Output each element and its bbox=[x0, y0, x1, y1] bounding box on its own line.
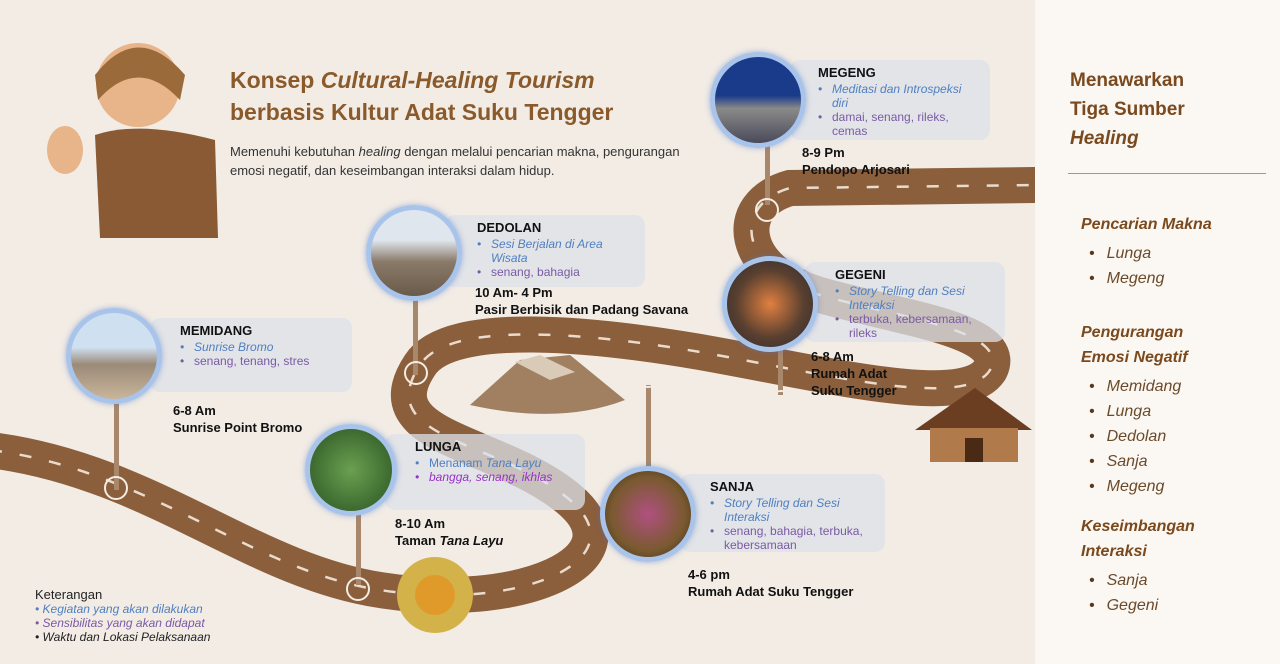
dedolan-photo bbox=[366, 205, 462, 301]
road-node bbox=[769, 390, 793, 414]
stem bbox=[778, 340, 783, 395]
stop-card-dedolan[interactable]: DEDOLANSesi Berjalan di Area Wisatasenan… bbox=[445, 215, 645, 287]
volcano-illustration bbox=[470, 355, 625, 414]
stem bbox=[356, 510, 361, 585]
sanja-photo bbox=[600, 466, 696, 562]
group-pencarian-makna: Pencarian Makna LungaMegeng bbox=[1081, 212, 1212, 291]
memidang-photo bbox=[66, 308, 162, 404]
road-node bbox=[404, 361, 428, 385]
stop-card-gegeni[interactable]: GEGENIStory Telling dan Sesi Interaksite… bbox=[805, 262, 1005, 342]
flower-icon bbox=[397, 557, 473, 633]
lunga-photo bbox=[305, 424, 397, 516]
stop-card-sanja[interactable]: SANJAStory Telling dan Sesi Interaksisen… bbox=[680, 474, 885, 552]
stop-card-memidang[interactable]: MEMIDANGSunrise Bromosenang, tenang, str… bbox=[150, 318, 352, 392]
traditional-house-icon bbox=[915, 388, 1032, 462]
mascot-avatar bbox=[40, 30, 220, 238]
gegeni-photo bbox=[722, 256, 818, 352]
legend: Keterangan • Kegiatan yang akan dilakuka… bbox=[35, 587, 211, 645]
page-subtitle: Memenuhi kebutuhan healing dengan melalu… bbox=[230, 144, 680, 178]
road-node bbox=[636, 364, 660, 388]
stem bbox=[114, 390, 119, 490]
stop-card-lunga[interactable]: LUNGAMenanam Tana Layubangga, senang, ik… bbox=[385, 434, 585, 510]
stop-card-megeng[interactable]: MEGENGMeditasi dan Introspeksi diridamai… bbox=[790, 60, 990, 140]
stem bbox=[646, 385, 651, 475]
stem bbox=[413, 295, 418, 375]
road-node bbox=[346, 577, 370, 601]
divider bbox=[1068, 173, 1266, 174]
stem bbox=[765, 140, 770, 205]
megeng-photo bbox=[710, 52, 806, 148]
road-node bbox=[755, 198, 779, 222]
road-node bbox=[104, 476, 128, 500]
